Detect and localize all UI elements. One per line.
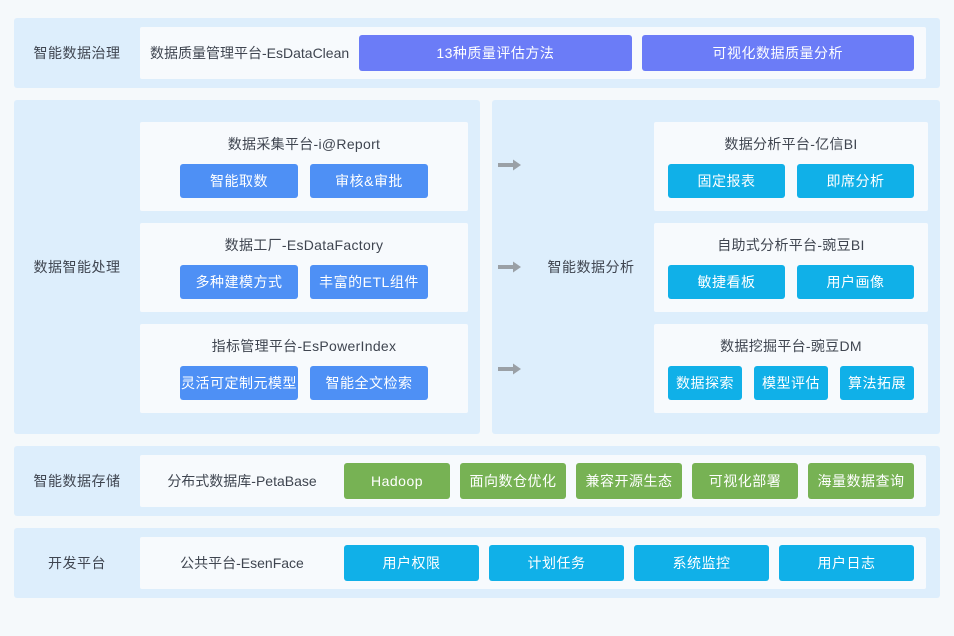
chip-opensource-compatible[interactable]: 兼容开源生态 [576, 463, 682, 499]
card-title-esdatafactory: 数据工厂-EsDataFactory [224, 236, 384, 253]
arrow-slot-2 [492, 222, 528, 312]
processing-cards: 数据采集平台-i@Report 智能取数 审核&审批 数据工厂-EsDataFa… [140, 100, 480, 434]
storage-chip-row: Hadoop 面向数仓优化 兼容开源生态 可视化部署 海量数据查询 [344, 463, 914, 499]
chip-scheduled-task[interactable]: 计划任务 [489, 545, 624, 581]
chip-adhoc-analysis[interactable]: 即席分析 [797, 163, 914, 198]
card-chips-i-report: 智能取数 审核&审批 [154, 163, 454, 198]
chip-agile-dashboard[interactable]: 敏捷看板 [668, 264, 785, 299]
section-analysis: 智能数据分析 数据分析平台-亿信BI 固定报表 即席分析 自助式分析平台-豌豆B… [492, 100, 940, 434]
devplatform-chip-row: 用户权限 计划任务 系统监控 用户日志 [344, 545, 914, 581]
analysis-cards: 数据分析平台-亿信BI 固定报表 即席分析 自助式分析平台-豌豆BI 敏捷看板 … [654, 100, 940, 434]
arrow-right-icon [498, 261, 521, 273]
section-label-analysis: 智能数据分析 [547, 259, 635, 275]
section-storage: 智能数据存储 分布式数据库-PetaBase Hadoop 面向数仓优化 兼容开… [14, 446, 940, 516]
governance-platform-name: 数据质量管理平台-EsDataClean [150, 45, 350, 61]
chip-data-exploration[interactable]: 数据探索 [668, 365, 742, 400]
arrow-right-icon [498, 363, 521, 375]
devplatform-platform-name: 公共平台-EsenFace [180, 555, 304, 571]
card-chips-espowerindex: 灵活可定制元模型 智能全文检索 [154, 365, 454, 400]
card-wandou-dm: 数据挖掘平台-豌豆DM 数据探索 模型评估 算法拓展 [654, 323, 928, 413]
section-label-storage: 智能数据存储 [33, 473, 121, 489]
section-processing: 数据智能处理 数据采集平台-i@Report 智能取数 审核&审批 数据工厂-E… [14, 100, 480, 434]
chip-fulltext-search[interactable]: 智能全文检索 [310, 365, 428, 400]
section-label-governance: 智能数据治理 [33, 45, 121, 61]
section-processing-analysis: 数据智能处理 数据采集平台-i@Report 智能取数 审核&审批 数据工厂-E… [14, 100, 940, 434]
arrow-column [492, 100, 528, 434]
chip-etl-components[interactable]: 丰富的ETL组件 [310, 264, 428, 299]
card-esdatafactory: 数据工厂-EsDataFactory 多种建模方式 丰富的ETL组件 [140, 222, 468, 312]
section-devplatform: 开发平台 公共平台-EsenFace 用户权限 计划任务 系统监控 用户日志 [14, 528, 940, 598]
chip-model-evaluation[interactable]: 模型评估 [754, 365, 828, 400]
section-label-devplatform: 开发平台 [48, 555, 106, 571]
chip-user-profile[interactable]: 用户画像 [797, 264, 914, 299]
card-chips-esdatafactory: 多种建模方式 丰富的ETL组件 [154, 264, 454, 299]
chip-quality-methods[interactable]: 13种质量评估方法 [359, 35, 632, 71]
governance-chip-row: 13种质量评估方法 可视化数据质量分析 [359, 35, 914, 71]
chip-review-approve[interactable]: 审核&审批 [310, 163, 428, 198]
card-chips-yixin-bi: 固定报表 即席分析 [668, 163, 914, 198]
chip-fixed-report[interactable]: 固定报表 [668, 163, 785, 198]
chip-custom-metamodel[interactable]: 灵活可定制元模型 [180, 365, 298, 400]
card-chips-wandou-bi: 敏捷看板 用户画像 [668, 264, 914, 299]
card-title-wandou-bi: 自助式分析平台-豌豆BI [717, 236, 865, 253]
chip-system-monitor[interactable]: 系统监控 [634, 545, 769, 581]
section-governance: 智能数据治理 数据质量管理平台-EsDataClean 13种质量评估方法 可视… [14, 18, 940, 88]
chip-massive-query[interactable]: 海量数据查询 [808, 463, 914, 499]
chip-hadoop[interactable]: Hadoop [344, 463, 450, 499]
card-wandou-bi: 自助式分析平台-豌豆BI 敏捷看板 用户画像 [654, 222, 928, 312]
arrow-right-icon [498, 159, 521, 171]
devplatform-card: 公共平台-EsenFace 用户权限 计划任务 系统监控 用户日志 [140, 537, 926, 589]
card-title-yixin-bi: 数据分析平台-亿信BI [724, 135, 858, 152]
section-label-processing: 数据智能处理 [33, 259, 121, 275]
storage-platform-name: 分布式数据库-PetaBase [167, 473, 317, 489]
storage-card: 分布式数据库-PetaBase Hadoop 面向数仓优化 兼容开源生态 可视化… [140, 455, 926, 507]
chip-visual-quality-analysis[interactable]: 可视化数据质量分析 [641, 35, 914, 71]
governance-card: 数据质量管理平台-EsDataClean 13种质量评估方法 可视化数据质量分析 [140, 27, 926, 79]
card-title-wandou-dm: 数据挖掘平台-豌豆DM [720, 337, 862, 354]
chip-warehouse-optimized[interactable]: 面向数仓优化 [460, 463, 566, 499]
chip-algorithm-extension[interactable]: 算法拓展 [840, 365, 914, 400]
card-i-report: 数据采集平台-i@Report 智能取数 审核&审批 [140, 121, 468, 211]
card-chips-wandou-dm: 数据探索 模型评估 算法拓展 [668, 365, 914, 400]
chip-smart-fetch[interactable]: 智能取数 [180, 163, 298, 198]
card-title-espowerindex: 指标管理平台-EsPowerIndex [211, 337, 397, 354]
chip-user-permission[interactable]: 用户权限 [344, 545, 479, 581]
arrow-slot-1 [492, 120, 528, 210]
chip-modeling-methods[interactable]: 多种建模方式 [180, 264, 298, 299]
card-espowerindex: 指标管理平台-EsPowerIndex 灵活可定制元模型 智能全文检索 [140, 323, 468, 413]
card-yixin-bi: 数据分析平台-亿信BI 固定报表 即席分析 [654, 121, 928, 211]
card-title-i-report: 数据采集平台-i@Report [227, 135, 381, 152]
chip-visual-deploy[interactable]: 可视化部署 [692, 463, 798, 499]
arrow-slot-3 [492, 324, 528, 414]
chip-user-log[interactable]: 用户日志 [779, 545, 914, 581]
